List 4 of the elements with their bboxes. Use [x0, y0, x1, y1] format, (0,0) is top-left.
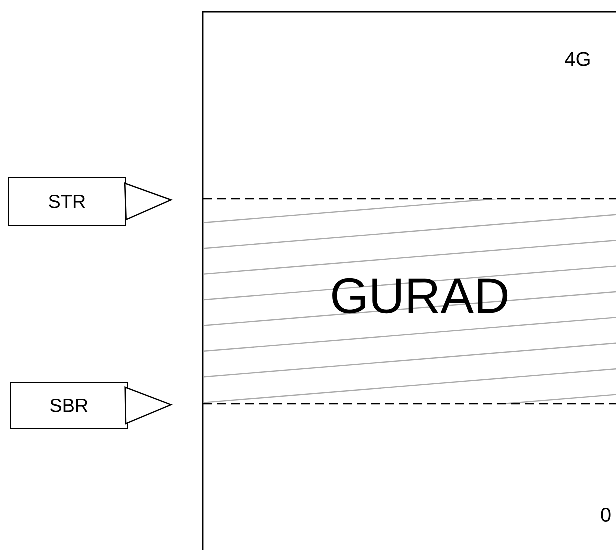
memory-map-box	[202, 11, 616, 550]
address-label: 0	[601, 508, 611, 522]
address-label: 4G	[565, 52, 590, 66]
guard-band: GURAD	[203, 198, 616, 405]
